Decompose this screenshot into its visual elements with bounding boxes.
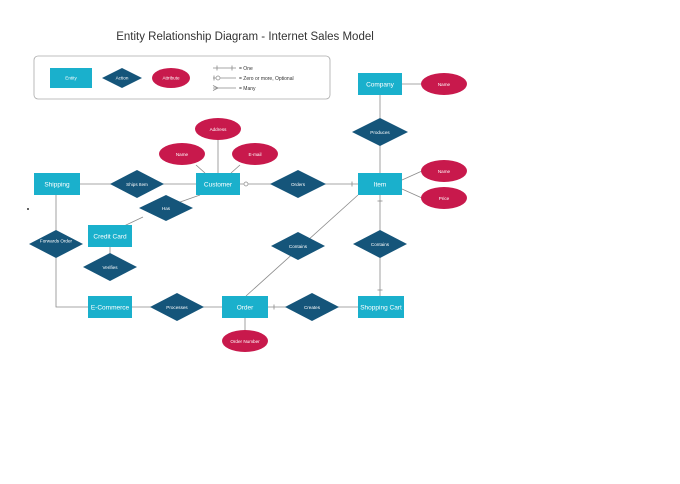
legend-attribute-shape: [152, 68, 190, 88]
attribute-order-number: Order Number: [222, 330, 268, 352]
attribute-company-name: Name: [421, 73, 467, 95]
entity-order-label: Order: [237, 305, 254, 312]
action-produces-shape: [352, 118, 408, 146]
entity-company-box: [358, 73, 402, 95]
attribute-item-name-shape: [421, 160, 467, 182]
action-contains-cart-label: Contains: [371, 242, 390, 247]
entity-credit-card-box: [88, 225, 132, 247]
attribute-order-number-label: Order Number: [230, 339, 260, 344]
entity-item-box: [358, 173, 402, 195]
legend: Entity Action Attribute = One = Zero or …: [33, 55, 331, 100]
action-forwards-order-shape: [29, 230, 83, 258]
attribute-customer-name-shape: [159, 143, 205, 165]
attribute-address-shape: [195, 118, 241, 140]
legend-action-shape: [102, 68, 142, 88]
entity-order-box: [222, 296, 268, 318]
entity-customer: Customer: [196, 173, 240, 195]
attribute-email: E-mail: [232, 143, 278, 165]
entity-ecommerce-label: E-Commerce: [91, 305, 130, 312]
legend-action-label: Action: [116, 76, 129, 81]
attribute-item-name-label: Name: [438, 169, 451, 174]
action-produces: Produces: [352, 118, 408, 146]
action-creates: Creates: [285, 293, 339, 321]
action-has-shape: [139, 195, 193, 221]
entity-ecommerce: E-Commerce: [88, 296, 132, 318]
action-processes: Processes: [150, 293, 204, 321]
action-ships-item-shape: [110, 170, 164, 198]
action-processes-shape: [150, 293, 204, 321]
action-orders-shape: [270, 170, 326, 198]
action-creates-shape: [285, 293, 339, 321]
action-processes-label: Processes: [166, 305, 188, 310]
action-contains-order-label: Contains: [289, 244, 308, 249]
entity-shipping: Shipping: [34, 173, 80, 195]
action-verifies: Verifies: [83, 253, 137, 281]
action-has: Has: [139, 195, 193, 221]
action-contains-cart-shape: [353, 230, 407, 258]
stray-dot: [27, 208, 29, 210]
action-contains-order-shape: [271, 232, 325, 260]
entity-order: Order: [222, 296, 268, 318]
entity-shopping-cart-box: [358, 296, 404, 318]
attribute-order-number-shape: [222, 330, 268, 352]
entity-customer-box: [196, 173, 240, 195]
attribute-price-label: Price: [439, 196, 450, 201]
entity-shipping-box: [34, 173, 80, 195]
attribute-price: Price: [421, 187, 467, 209]
entity-credit-card: Credit Card: [88, 225, 132, 247]
action-verifies-label: Verifies: [102, 265, 118, 270]
legend-attribute-label: Attribute: [162, 76, 180, 81]
entity-company-label: Company: [366, 82, 395, 89]
legend-entity-label: Entity: [65, 76, 77, 81]
action-forwards-order-label: Forwards Order: [40, 239, 73, 244]
entity-company: Company: [358, 73, 402, 95]
attribute-price-shape: [421, 187, 467, 209]
action-verifies-shape: [83, 253, 137, 281]
attribute-company-name-shape: [421, 73, 467, 95]
entity-item-label: Item: [374, 182, 387, 189]
action-contains-order: Contains: [271, 232, 325, 260]
entity-shopping-cart-label: Shopping Cart: [360, 305, 402, 312]
entity-shipping-label: Shipping: [44, 182, 70, 189]
action-orders: Orders: [270, 170, 326, 198]
legend-entity-shape: [50, 68, 92, 88]
attribute-customer-name: Name: [159, 143, 205, 165]
attribute-customer-name-label: Name: [176, 152, 189, 157]
attribute-address-label: Address: [210, 127, 228, 132]
attribute-address: Address: [195, 118, 241, 140]
attribute-email-label: E-mail: [248, 152, 261, 157]
action-orders-label: Orders: [291, 182, 306, 187]
action-creates-label: Creates: [304, 305, 321, 310]
action-produces-label: Produces: [370, 130, 390, 135]
diagram-title: Entity Relationship Diagram - Internet S…: [116, 31, 374, 43]
entity-ecommerce-box: [88, 296, 132, 318]
action-ships-item: Ships Item: [110, 170, 164, 198]
legend-zero-or-more-label: = Zero or more, Optional: [239, 76, 294, 82]
attribute-company-name-label: Name: [438, 82, 451, 87]
action-has-label: Has: [162, 206, 171, 211]
legend-many-label: = Many: [239, 86, 256, 92]
attribute-email-shape: [232, 143, 278, 165]
action-forwards-order: Forwards Order: [29, 230, 83, 258]
entity-credit-card-label: Credit Card: [93, 234, 127, 241]
legend-one-label: = One: [239, 66, 253, 72]
action-contains-cart: Contains: [353, 230, 407, 258]
entity-shopping-cart: Shopping Cart: [358, 296, 404, 318]
entity-customer-label: Customer: [204, 182, 233, 189]
entity-item: Item: [358, 173, 402, 195]
attribute-item-name: Name: [421, 160, 467, 182]
action-ships-item-label: Ships Item: [126, 182, 148, 187]
